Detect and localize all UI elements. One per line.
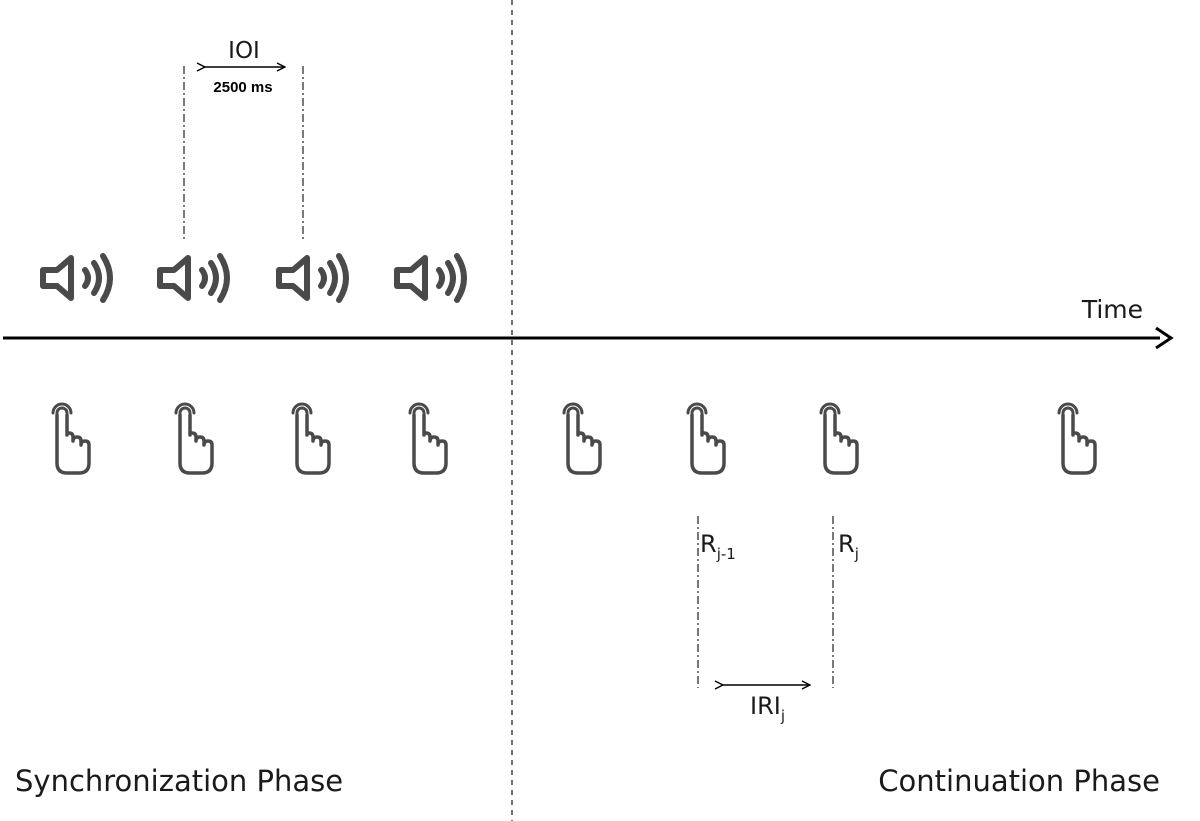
- tapping-finger-icon: [174, 402, 214, 475]
- speaker-icon: [397, 256, 464, 300]
- iri-label: IRIj: [750, 692, 785, 725]
- phase-label-continuation: Continuation Phase: [878, 764, 1160, 798]
- response-label-curr: Rj: [838, 530, 859, 563]
- speaker-icon: [160, 256, 227, 300]
- ioi-value: 2500 ms: [213, 79, 272, 96]
- tapping-finger-icon: [51, 402, 91, 475]
- response-label-prev: Rj-1: [700, 530, 736, 563]
- tapping-finger-icon: [686, 402, 726, 475]
- tapping-finger-icon: [408, 402, 448, 475]
- speaker-icon: [279, 256, 346, 300]
- ioi-label: IOI: [228, 38, 260, 64]
- tapping-finger-icon: [819, 402, 859, 475]
- time-axis-label: Time: [1081, 295, 1143, 324]
- tapping-finger-icon: [562, 402, 602, 475]
- speaker-icon: [43, 256, 110, 300]
- phase-label-synchronization: Synchronization Phase: [15, 764, 343, 798]
- tapping-finger-icon: [291, 402, 331, 475]
- tapping-finger-icon: [1057, 402, 1097, 475]
- time-axis-arrowhead: [1155, 326, 1174, 350]
